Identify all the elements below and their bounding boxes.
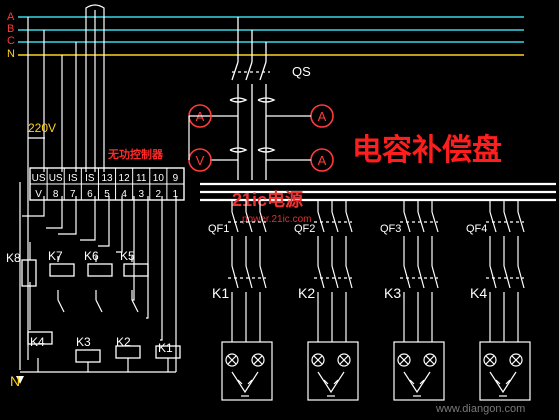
contactor-label-k3: K3 xyxy=(384,285,401,301)
neutral-label: N xyxy=(10,373,20,389)
terminal-top-5: 12 xyxy=(119,173,131,184)
bus-label-b: B xyxy=(7,23,14,35)
terminal-top-4: 13 xyxy=(101,173,113,184)
relay-label-k5: K5 xyxy=(120,249,135,263)
contactor-label-k2: K2 xyxy=(298,285,315,301)
relay-label-k6: K6 xyxy=(84,249,99,263)
voltage-label: 220V xyxy=(28,121,56,135)
branch-4 xyxy=(479,200,531,401)
bus-label-n: N xyxy=(7,48,15,60)
watermark: www.diangon.com xyxy=(435,403,525,415)
controller-label: 无功控制器 xyxy=(107,147,164,161)
meter-a3-symbol: A xyxy=(318,153,327,168)
bus-label-a: A xyxy=(7,11,15,23)
breaker-label-qf2: QF2 xyxy=(294,223,315,235)
terminal-top-0: US xyxy=(32,173,46,184)
panel-title: 电容补偿盘 xyxy=(352,133,502,167)
relay-row-upper xyxy=(21,259,149,287)
terminal-bottom-3: 6 xyxy=(87,189,93,200)
site-logo-url: power.21ic.com xyxy=(242,214,311,225)
meter-a3: A xyxy=(310,148,334,172)
bus-bars xyxy=(18,16,524,56)
terminal-bottom-2: 7 xyxy=(70,189,76,200)
relay-label-k8: K8 xyxy=(6,251,21,265)
meter-v: V xyxy=(188,148,212,172)
branch-1 xyxy=(221,200,273,401)
terminal-top-8: 9 xyxy=(173,173,179,184)
neutral-arrow-icon xyxy=(16,376,24,384)
relay-label-k3: K3 xyxy=(76,335,91,349)
terminal-bottom-1: 8 xyxy=(53,189,59,200)
terminal-bottom-8: 1 xyxy=(173,189,179,200)
terminal-top-6: 11 xyxy=(136,173,147,184)
terminal-bottom-5: 4 xyxy=(121,189,127,200)
breaker-label-qf1: QF1 xyxy=(208,223,229,235)
relay-label-k4: K4 xyxy=(30,335,45,349)
main-switch-label: QS xyxy=(292,64,311,79)
terminal-top-2: IS xyxy=(68,173,78,184)
branch-3 xyxy=(393,200,445,401)
control-wiring xyxy=(19,4,177,373)
main-switch xyxy=(200,17,556,202)
meter-a2-symbol: A xyxy=(318,109,327,124)
terminal-bottom-0: V xyxy=(35,189,42,200)
terminal-top-1: US xyxy=(49,173,63,184)
terminal-bottom-7: 2 xyxy=(156,189,162,200)
meter-v-symbol: V xyxy=(196,153,205,168)
branch-2 xyxy=(307,200,359,401)
relay-label-k2: K2 xyxy=(116,335,131,349)
contactor-label-k1: K1 xyxy=(212,285,229,301)
terminal-top-7: 10 xyxy=(153,173,165,184)
breaker-label-qf4: QF4 xyxy=(466,223,487,235)
site-logo: 21ic电源 xyxy=(232,189,303,210)
bus-label-c: C xyxy=(7,35,15,47)
meter-a2: A xyxy=(310,104,334,128)
terminal-bottom-4: 5 xyxy=(104,189,110,200)
relay-label-k1: K1 xyxy=(158,341,173,355)
terminal-top-3: IS xyxy=(85,173,95,184)
breaker-label-qf3: QF3 xyxy=(380,223,401,235)
contactor-label-k4: K4 xyxy=(470,285,487,301)
terminal-bottom-6: 3 xyxy=(138,189,144,200)
relay-label-k7: K7 xyxy=(48,249,63,263)
relay-row-lower xyxy=(27,331,181,363)
